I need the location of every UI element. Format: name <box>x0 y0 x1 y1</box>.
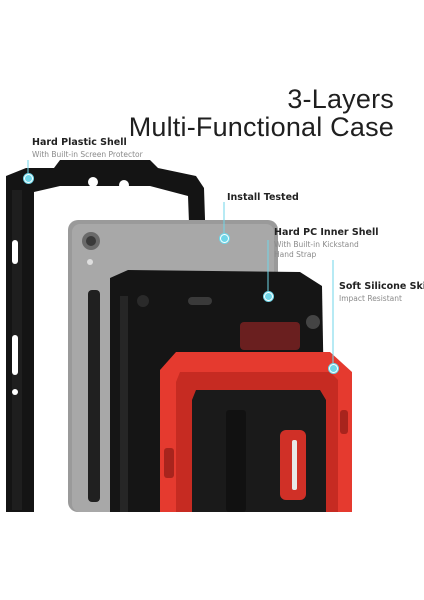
callout-title: Hard PC Inner Shell <box>274 227 379 238</box>
callout-title: Install Tested <box>227 192 299 203</box>
callout-hard-plastic-shell: Hard Plastic Shell With Built-in Screen … <box>32 137 143 160</box>
callout-title: Hard Plastic Shell <box>32 137 127 148</box>
callout-subtitle-2: Hand Strap <box>274 250 317 259</box>
marker-dot-shell <box>24 174 33 183</box>
marker-dot-silicone <box>329 364 338 373</box>
callout-soft-silicone-skin: Soft Silicone Skin Impact Resistant <box>339 281 424 304</box>
callout-subtitle: With Built-in Screen Protector <box>32 150 143 159</box>
headline-line-2: Multi-Functional Case <box>128 112 394 142</box>
hard-plastic-shell-frame <box>6 160 206 512</box>
callout-subtitle: Impact Resistant <box>339 294 402 303</box>
soft-silicone-skin <box>160 352 352 512</box>
headline-line-1: 3-Layers <box>287 84 394 114</box>
marker-dot-install <box>220 234 229 243</box>
marker-dot-inner-shell <box>264 292 273 301</box>
callout-title: Soft Silicone Skin <box>339 281 424 292</box>
callout-subtitle: With Built-in Kickstand <box>274 240 359 249</box>
callout-connectors <box>27 160 334 368</box>
callout-install-tested: Install Tested <box>227 192 299 203</box>
callout-hard-pc-inner-shell: Hard PC Inner Shell With Built-in Kickst… <box>274 227 378 260</box>
